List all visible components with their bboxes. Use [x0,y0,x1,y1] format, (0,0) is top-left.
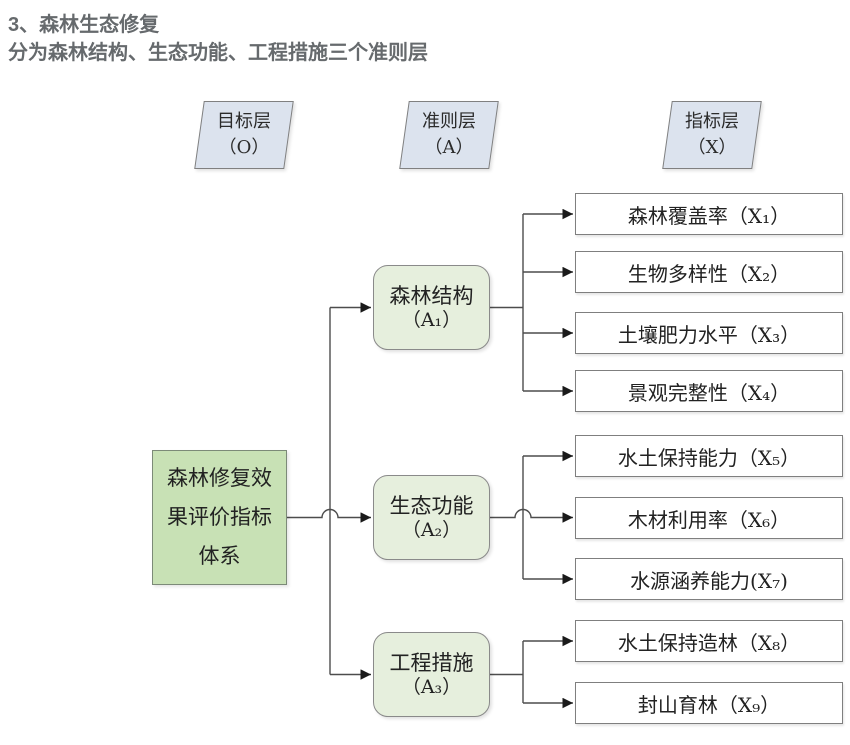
goal-box: 森林修复效果评价指标体系 [152,450,287,585]
layer-indicator-code: （X） [687,137,737,158]
layer-indicator-name: 指标层 [685,110,739,132]
page-subtitle: 分为森林结构、生态功能、工程措施三个准则层 [8,42,428,64]
indicator-box-x5: 水土保持能力（X₅） [575,435,843,477]
indicator-box-x2: 生物多样性（X₂） [575,251,843,293]
criteria-box-engineering: 工程措施 （A₃） [373,632,490,717]
criteria-name: 森林结构 [389,283,474,308]
indicator-box-x3: 土壤肥力水平（X₃） [575,312,843,354]
criteria-box-eco-function: 生态功能 （A₂） [373,475,490,560]
indicator-box-x6: 木材利用率（X₆） [575,497,843,539]
layer-goal-code: （O） [218,137,270,158]
layer-label-goal: 目标层 （O） [194,101,294,169]
criteria-box-forest-structure: 森林结构 （A₁） [373,265,490,350]
criteria-code: （A₃） [401,676,462,699]
page-title: 3、森林生态修复 [8,14,160,36]
criteria-name: 工程措施 [389,650,474,675]
layer-label-indicator: 指标层 （X） [662,101,762,169]
indicator-box-x7: 水源涵养能力(X₇) [575,558,843,600]
criteria-name: 生态功能 [389,493,474,518]
criteria-code: （A₁） [401,309,462,332]
indicator-box-x1: 森林覆盖率（X₁） [575,193,843,235]
indicator-box-x8: 水土保持造林（X₈） [575,620,843,662]
layer-goal-name: 目标层 [217,110,271,132]
layer-label-criteria: 准则层 （A） [399,101,499,169]
criteria-code: （A₂） [401,519,462,542]
indicator-box-x4: 景观完整性（X₄） [575,370,843,412]
layer-criteria-code: （A） [424,137,474,158]
indicator-box-x9: 封山育林（X₉） [575,682,843,724]
layer-criteria-name: 准则层 [422,110,476,132]
